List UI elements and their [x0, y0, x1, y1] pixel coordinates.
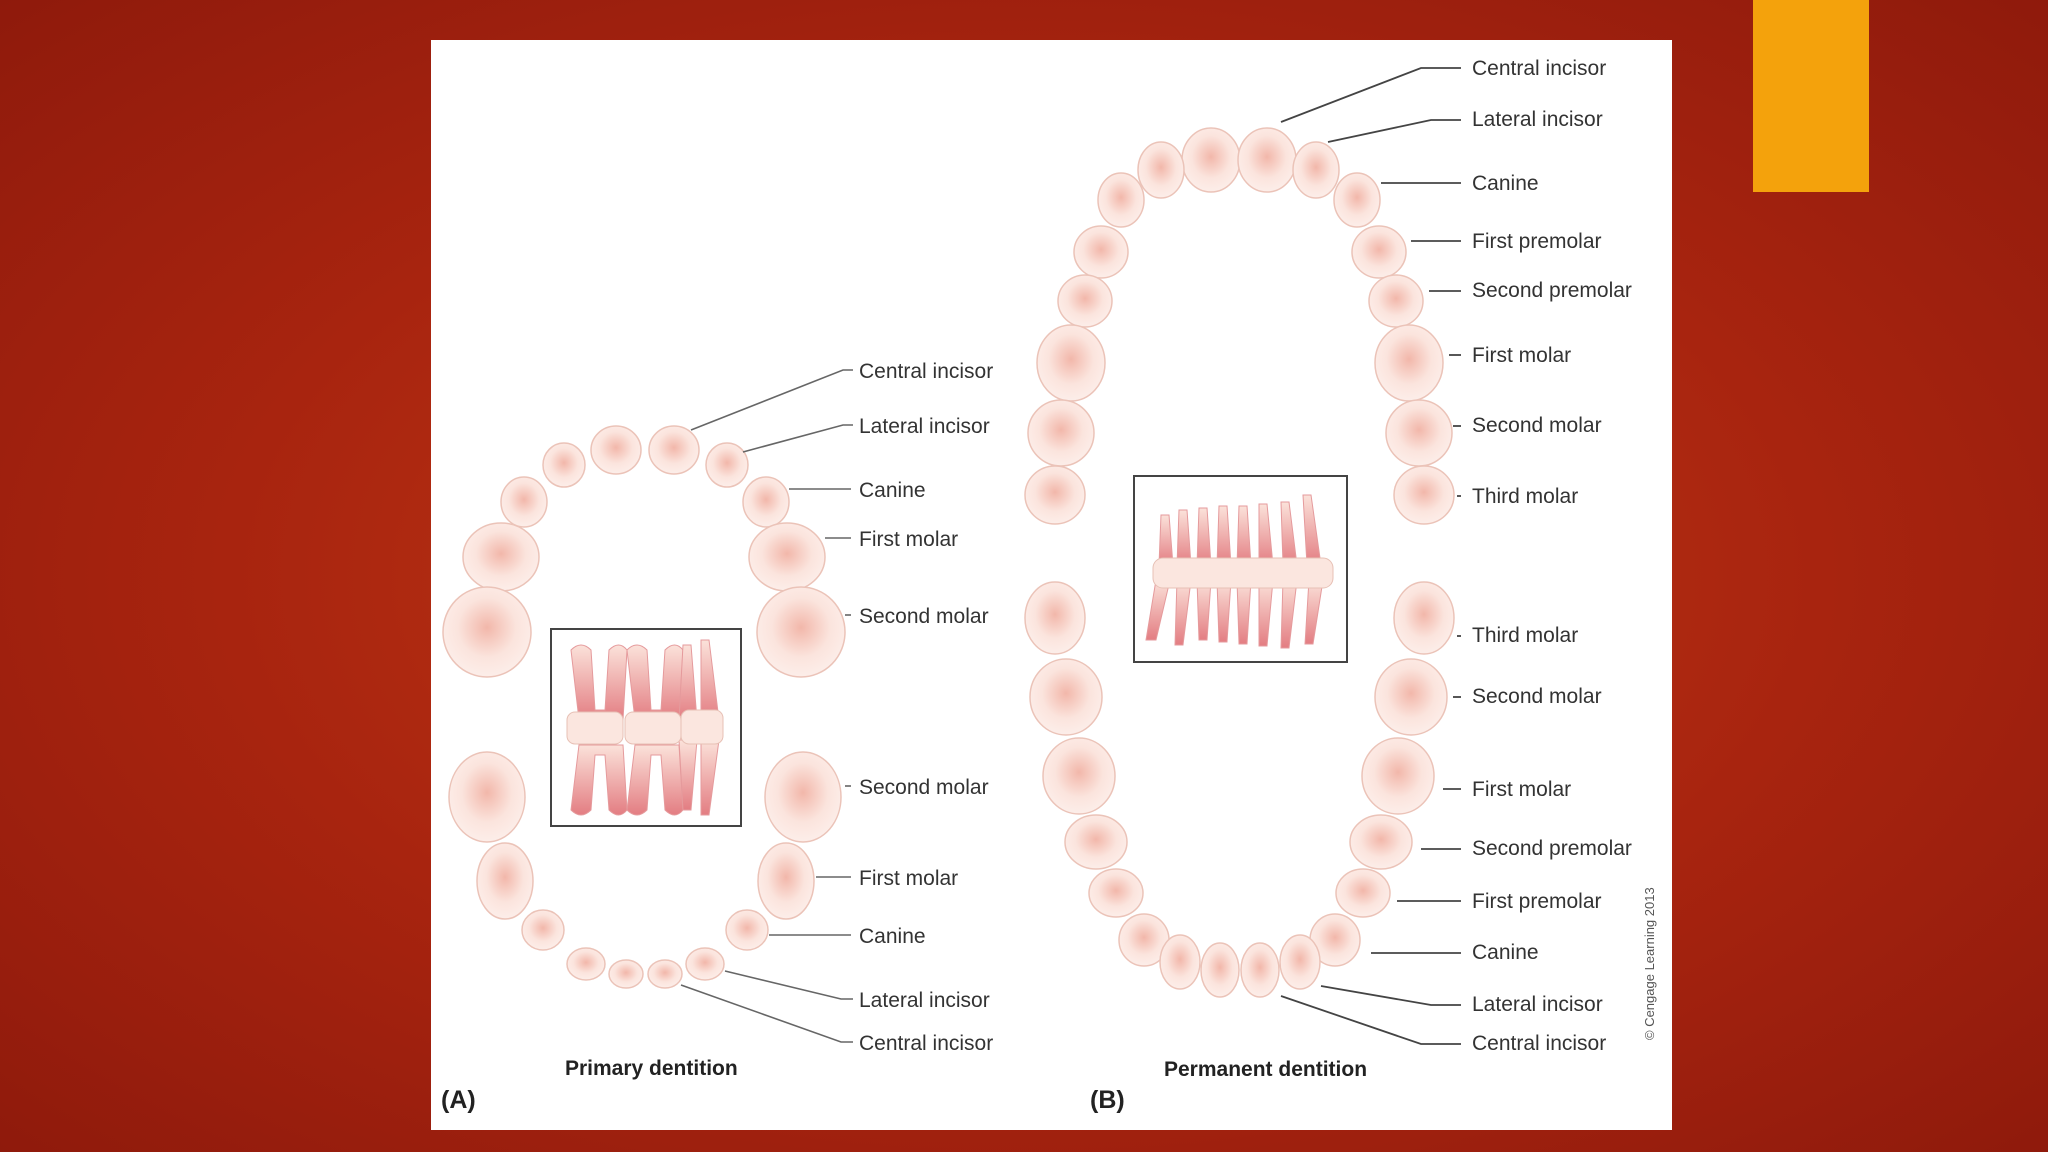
primary-lower-lateral-incisor-label: Lateral incisor [859, 989, 990, 1012]
primary-upper-canine-label: Canine [859, 479, 926, 502]
permanent-dentition-caption: Permanent dentition [1164, 1058, 1368, 1081]
permanent-upper-central-incisor-label: Central incisor [1472, 57, 1607, 80]
primary-upper-first-molar-label: First molar [859, 528, 959, 551]
panel-label-b: (B) [1090, 1086, 1125, 1114]
primary-dentition-caption: Primary dentition [565, 1057, 738, 1080]
permanent-upper-first-premolar-label: First premolar [1472, 230, 1602, 253]
permanent-upper-second-premolar-label: Second premolar [1472, 279, 1632, 302]
permanent-lower-canine-label: Canine [1472, 941, 1539, 964]
dentition-figure: Central incisor Lateral incisor Canine F… [431, 40, 1672, 1130]
permanent-lower-lateral-incisor-label: Lateral incisor [1472, 993, 1603, 1016]
primary-upper-lateral-incisor-label: Lateral incisor [859, 415, 990, 438]
permanent-lower-first-premolar-label: First premolar [1472, 890, 1602, 913]
orange-accent-block [1753, 0, 1869, 192]
permanent-lower-second-premolar-label: Second premolar [1472, 837, 1632, 860]
primary-lower-canine-label: Canine [859, 925, 926, 948]
permanent-lower-central-incisor-label: Central incisor [1472, 1032, 1607, 1055]
permanent-upper-third-molar-label: Third molar [1472, 485, 1579, 508]
permanent-lower-third-molar-label: Third molar [1472, 624, 1579, 647]
permanent-upper-canine-label: Canine [1472, 172, 1539, 195]
permanent-upper-lateral-incisor-label: Lateral incisor [1472, 108, 1603, 131]
primary-upper-second-molar-label: Second molar [859, 605, 989, 628]
primary-upper-arch [442, 425, 846, 678]
permanent-lower-arch [1024, 581, 1455, 998]
primary-leader-lines [680, 369, 853, 1043]
primary-lower-arch [448, 751, 842, 989]
primary-lower-central-incisor-label: Central incisor [859, 1032, 994, 1055]
permanent-side-view-inset [1133, 475, 1348, 663]
permanent-upper-arch [1024, 127, 1455, 525]
panel-label-a: (A) [441, 1086, 476, 1114]
permanent-upper-second-molar-label: Second molar [1472, 414, 1602, 437]
primary-upper-central-incisor-label: Central incisor [859, 360, 994, 383]
primary-side-view-inset [550, 628, 742, 827]
permanent-lower-second-molar-label: Second molar [1472, 685, 1602, 708]
copyright-notice: © Cengage Learning 2013 [1642, 887, 1657, 1040]
permanent-upper-first-molar-label: First molar [1472, 344, 1572, 367]
permanent-leader-lines [1280, 67, 1461, 1045]
primary-lower-first-molar-label: First molar [859, 867, 959, 890]
teeth-illustration [442, 67, 1461, 1045]
permanent-lower-first-molar-label: First molar [1472, 778, 1572, 801]
primary-lower-second-molar-label: Second molar [859, 776, 989, 799]
